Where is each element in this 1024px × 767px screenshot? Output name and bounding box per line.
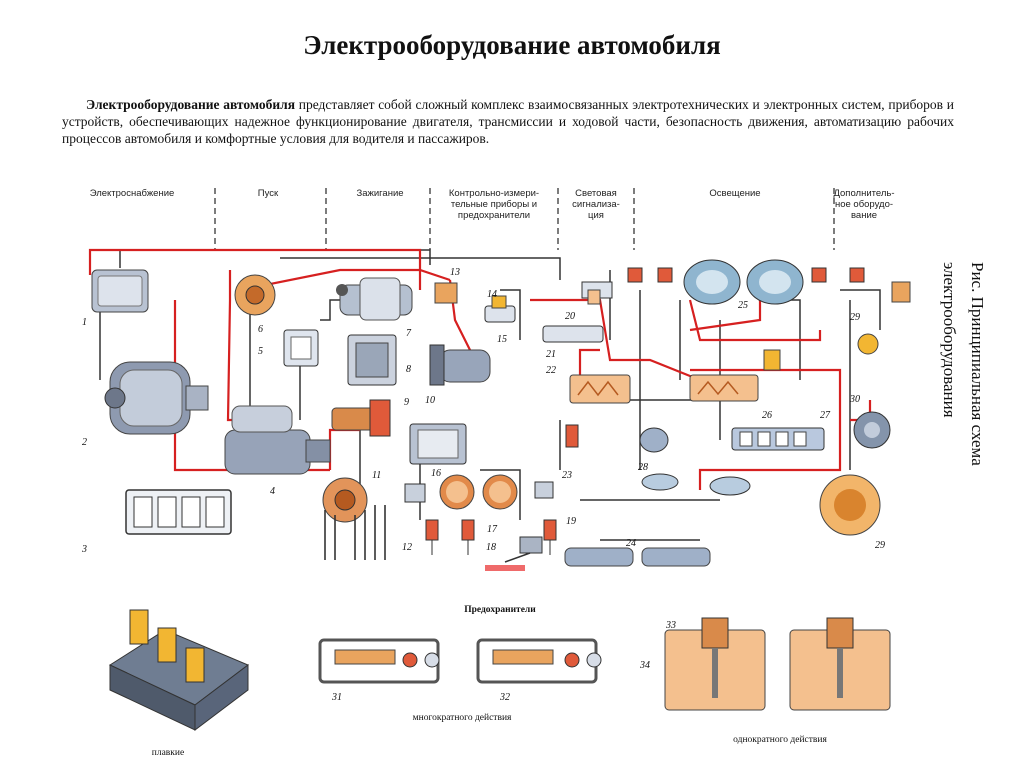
component-number: 29 bbox=[875, 540, 885, 551]
section-label: Электроснабжение bbox=[90, 188, 175, 199]
intro-paragraph: Электрооборудование автомобиля представл… bbox=[62, 96, 954, 147]
fuel-level-sensor: 18 bbox=[485, 536, 543, 571]
intro-bold: Электрооборудование автомобиля bbox=[86, 97, 296, 112]
section-label: Дополнитель- bbox=[833, 188, 894, 199]
relay-interrupter: 22 bbox=[546, 365, 631, 404]
component-number: 25 bbox=[738, 300, 748, 311]
figure-caption-line2: электрооборудования bbox=[940, 262, 959, 418]
fusible-fuse-block: плавкие bbox=[108, 609, 249, 758]
starter-motor: 4 bbox=[224, 405, 331, 497]
component-number: 7 bbox=[406, 328, 412, 339]
component-number: 10 bbox=[425, 395, 435, 406]
section-dividers bbox=[214, 188, 835, 250]
sensor-16: 16 bbox=[404, 468, 441, 503]
section-label: Световая bbox=[575, 188, 617, 199]
fog-lamp: 28 bbox=[638, 427, 751, 496]
multi-caption: многократного действия bbox=[413, 712, 512, 723]
fuse-block: 3 bbox=[81, 489, 232, 555]
component-number: 16 bbox=[431, 468, 441, 479]
section-label: предохранители bbox=[458, 210, 530, 221]
section-label: вание bbox=[851, 210, 877, 221]
component-number: 20 bbox=[565, 311, 575, 322]
component-number: 21 bbox=[546, 349, 556, 360]
component-number: 6 bbox=[258, 324, 263, 335]
sensor-19: 19 bbox=[534, 481, 576, 527]
control-unit: 10 bbox=[409, 395, 467, 465]
light-fuse-row: 27 bbox=[731, 410, 831, 451]
component-number: 11 bbox=[372, 470, 381, 481]
light-relay: 26 bbox=[689, 349, 781, 421]
section-label: ция bbox=[588, 210, 604, 221]
switch-21: 21 bbox=[542, 325, 604, 360]
horn: 30 bbox=[849, 394, 891, 449]
figure-caption: Рис. Принципиальная схема bbox=[968, 262, 987, 466]
component-number: 12 bbox=[402, 542, 412, 553]
fuse-number: 33 bbox=[665, 620, 676, 631]
component-number: 30 bbox=[849, 394, 860, 405]
component-number: 15 bbox=[497, 334, 507, 345]
ignition-distributor-sensor: 9 bbox=[331, 397, 409, 437]
component-number: 8 bbox=[406, 364, 411, 375]
section-label: ное оборудо- bbox=[835, 199, 893, 210]
voltage-regulator: 1 bbox=[82, 269, 149, 328]
component-number: 24 bbox=[626, 538, 636, 549]
component-number: 2 bbox=[82, 437, 87, 448]
component-number: 13 bbox=[450, 267, 460, 278]
switch-14: 14 bbox=[484, 289, 516, 323]
component-number: 26 bbox=[762, 410, 772, 421]
component-number: 29 bbox=[850, 312, 860, 323]
generator: 2 bbox=[82, 361, 209, 448]
ignition-switch: 6 bbox=[234, 274, 276, 335]
headlights: 25 bbox=[683, 259, 804, 311]
page-title: Электрооборудование автомобиля bbox=[303, 30, 721, 60]
wiper-motor: 15 bbox=[429, 334, 507, 386]
distributor: 11 bbox=[322, 470, 381, 523]
relay-13: 13 bbox=[434, 267, 460, 304]
component-number: 9 bbox=[404, 397, 409, 408]
side-lamps bbox=[627, 267, 865, 283]
section-headers: Электроснабжение Пуск Зажигание Контроль… bbox=[90, 188, 895, 221]
section-label: тельные приборы и bbox=[451, 199, 537, 210]
component-number: 18 bbox=[486, 542, 496, 553]
spark-plug-wires bbox=[324, 505, 386, 560]
component-number: 19 bbox=[566, 516, 576, 527]
fuse-number: 32 bbox=[499, 692, 510, 703]
section-label: сигнализа- bbox=[572, 199, 620, 210]
oil-pressure-sensor: 23 bbox=[562, 424, 579, 481]
fuse-number: 34 bbox=[639, 660, 650, 671]
section-label: Контрольно-измери- bbox=[449, 188, 539, 199]
single-caption: однократного действия bbox=[733, 734, 827, 745]
figure-caption-line1: Рис. Принципиальная схема bbox=[968, 262, 987, 466]
gauges: 17 bbox=[439, 474, 518, 535]
fuses-label: Предохранители bbox=[464, 605, 536, 615]
fuse-number: 31 bbox=[331, 692, 342, 703]
component-number: 22 bbox=[546, 365, 556, 376]
figure-caption-2: электрооборудования bbox=[940, 262, 959, 418]
multi-action-fuses: 31 32 многократного действия bbox=[318, 638, 602, 723]
component-number: 1 bbox=[82, 317, 87, 328]
component-number: 17 bbox=[487, 524, 498, 535]
section-label: Освещение bbox=[709, 188, 760, 199]
switch-20: 20 bbox=[565, 281, 613, 322]
section-label: Пуск bbox=[258, 188, 279, 199]
component-number: 27 bbox=[820, 410, 831, 421]
intro-text: представляет собой сложный комплекс взаи… bbox=[62, 97, 954, 146]
component-number: 14 bbox=[487, 289, 497, 300]
section-label: Зажигание bbox=[356, 188, 403, 199]
component-number: 3 bbox=[81, 544, 87, 555]
single-action-fuses: 33 34 однократного действия bbox=[639, 617, 891, 745]
electronic-switch: 8 bbox=[347, 334, 411, 386]
temperature-sensors bbox=[425, 519, 557, 555]
component-number: 5 bbox=[258, 346, 263, 357]
component-number: 4 bbox=[270, 486, 275, 497]
ignition-coil: 7 bbox=[336, 277, 413, 339]
starter-relay: 5 bbox=[258, 329, 319, 367]
component-number: 28 bbox=[638, 462, 648, 473]
component-number: 23 bbox=[562, 470, 572, 481]
relay-top-right bbox=[891, 281, 911, 303]
rear-lamps: 24 bbox=[564, 538, 711, 567]
fusible-caption: плавкие bbox=[152, 748, 184, 758]
heater-fan: 29 29 bbox=[819, 312, 885, 551]
